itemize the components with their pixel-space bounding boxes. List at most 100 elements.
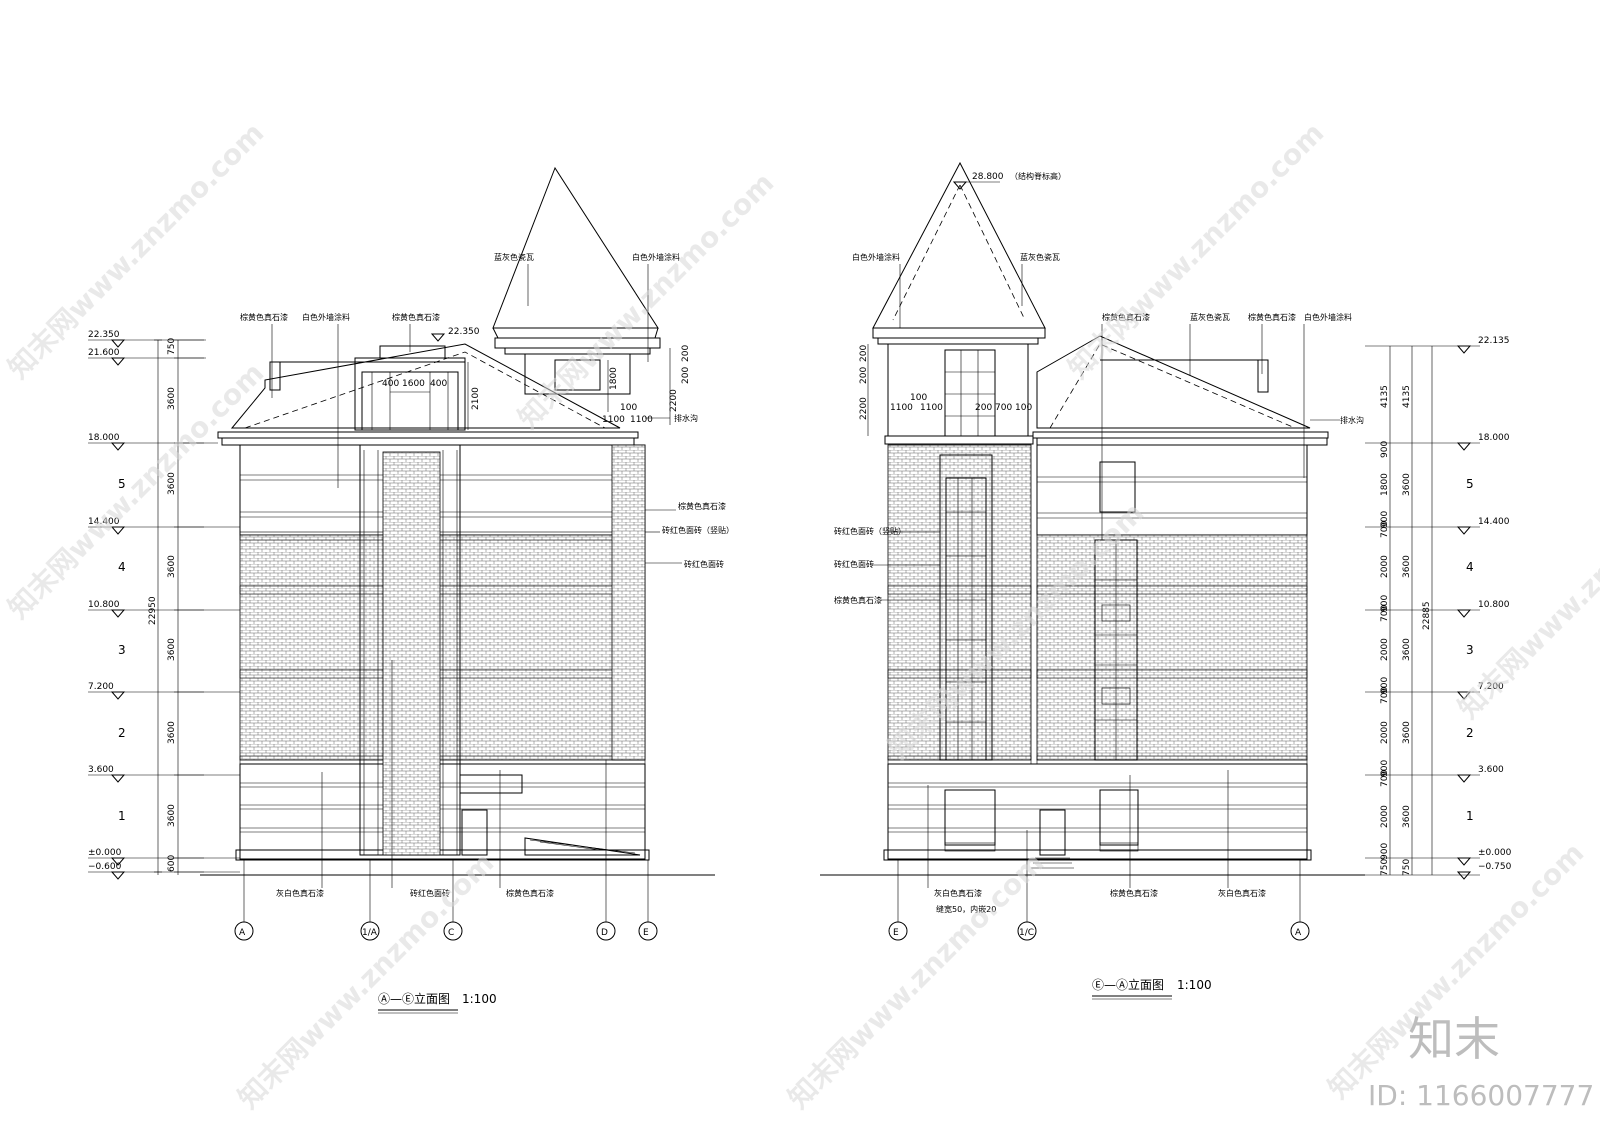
total-height: 22950 <box>148 596 158 625</box>
material-label: 白色外墙涂料 <box>302 312 350 322</box>
axis-label: A <box>239 928 246 938</box>
svg-text:700: 700 <box>1380 521 1390 538</box>
svg-text:3600: 3600 <box>1402 805 1412 828</box>
material-label: 排水沟 <box>674 413 698 423</box>
svg-text:3600: 3600 <box>167 472 177 495</box>
svg-text:灰白色真石漆: 灰白色真石漆 <box>1218 888 1266 898</box>
svg-text:1: 1 <box>1466 809 1474 823</box>
svg-text:2100: 2100 <box>471 387 481 410</box>
level-label: 3.600 <box>88 765 114 775</box>
axis-label: C <box>448 928 454 938</box>
svg-text:棕黄色真石漆: 棕黄色真石漆 <box>1248 312 1296 322</box>
svg-text:200: 200 <box>859 345 869 362</box>
apex-level: 28.800 （结构脊标高） <box>952 171 1066 190</box>
svg-text:4: 4 <box>1466 560 1474 574</box>
svg-text:3600: 3600 <box>167 721 177 744</box>
left-building-body <box>217 166 661 861</box>
axis-label: A <box>1295 928 1302 938</box>
svg-text:750: 750 <box>167 338 177 355</box>
svg-text:700: 700 <box>995 403 1012 413</box>
material-label: 砖红色面砖 <box>684 559 724 569</box>
svg-text:±0.000: ±0.000 <box>1478 848 1512 858</box>
level-label: ±0.000 <box>88 848 122 858</box>
drawing-scale: 1:100 <box>1177 978 1212 992</box>
svg-text:4135: 4135 <box>1380 385 1390 408</box>
svg-text:100: 100 <box>620 403 637 413</box>
svg-text:200: 200 <box>975 403 992 413</box>
material-label: 棕黄色真石漆 <box>506 888 554 898</box>
svg-text:−0.750: −0.750 <box>1478 862 1512 872</box>
svg-text:900: 900 <box>1380 511 1390 528</box>
right-axes: E 1/C A <box>888 830 1310 941</box>
svg-text:3600: 3600 <box>167 638 177 661</box>
svg-text:白色外墙涂料: 白色外墙涂料 <box>1304 312 1352 322</box>
svg-text:3600: 3600 <box>167 387 177 410</box>
svg-text:750: 750 <box>1380 859 1390 876</box>
svg-text:3.600: 3.600 <box>1478 765 1504 775</box>
svg-text:4135: 4135 <box>1402 385 1412 408</box>
svg-text:排水沟: 排水沟 <box>1340 415 1364 425</box>
svg-text:知末网www.znzmo.com: 知末网www.znzmo.com <box>782 846 1051 1115</box>
svg-text:2: 2 <box>118 726 126 740</box>
level-label: 7.200 <box>88 682 114 692</box>
svg-text:200: 200 <box>681 367 691 384</box>
material-label: 棕黄色真石漆 <box>240 312 288 322</box>
svg-text:700: 700 <box>1380 770 1390 787</box>
svg-text:400: 400 <box>430 379 447 389</box>
svg-text:900: 900 <box>1380 843 1390 860</box>
svg-text:知末网www.znzmo.com: 知末网www.znzmo.com <box>512 166 781 435</box>
svg-text:10.800: 10.800 <box>1478 600 1510 610</box>
level-marks: 22.350 21.600 18.000 14.400 10.800 7.200… <box>88 330 126 880</box>
svg-text:4: 4 <box>118 560 126 574</box>
svg-text:700: 700 <box>1380 605 1390 622</box>
axis-label: 1/A <box>362 928 378 938</box>
material-label: 棕黄色真石漆 <box>392 312 440 322</box>
right-tower-dims: 200 200 2200 100 1100 1100 200 700 100 <box>859 344 1032 436</box>
material-label: 灰白色真石漆 <box>276 888 324 898</box>
svg-text:2200: 2200 <box>669 389 679 412</box>
svg-text:22.350: 22.350 <box>448 327 480 337</box>
svg-text:2000: 2000 <box>1380 555 1390 578</box>
image-id: ID: 1166007777 <box>1368 1079 1594 1112</box>
svg-text:1800: 1800 <box>609 367 619 390</box>
svg-text:1: 1 <box>118 809 126 823</box>
level-label: 21.600 <box>88 348 120 358</box>
svg-text:3600: 3600 <box>1402 555 1412 578</box>
svg-text:3: 3 <box>118 643 126 657</box>
material-label: 砖红色面砖 <box>410 888 450 898</box>
brand-logo: 知末 <box>1408 1012 1500 1066</box>
right-level-marks: 22.135 18.000 14.400 10.800 7.200 3.600 … <box>1456 336 1512 880</box>
right-elevation: 22.135 18.000 14.400 10.800 7.200 3.600 … <box>820 161 1512 1000</box>
svg-text:100: 100 <box>910 393 927 403</box>
svg-text:知末网www.znzmo.com: 知末网www.znzmo.com <box>232 846 501 1115</box>
svg-text:3600: 3600 <box>1402 721 1412 744</box>
svg-text:3: 3 <box>1466 643 1474 657</box>
dimension-chain-left: 750 3600 3600 3600 3600 3600 3600 600 22… <box>148 338 204 875</box>
svg-text:900: 900 <box>1380 677 1390 694</box>
svg-text:砖红色面砖（竖贴）: 砖红色面砖（竖贴） <box>834 526 906 536</box>
svg-text:750: 750 <box>1402 859 1412 876</box>
svg-text:900: 900 <box>1380 441 1390 458</box>
svg-text:200: 200 <box>681 345 691 362</box>
svg-text:棕黄色真石漆: 棕黄色真石漆 <box>1110 888 1158 898</box>
svg-text:2000: 2000 <box>1380 805 1390 828</box>
level-label: 22.350 <box>88 330 120 340</box>
svg-text:7.200: 7.200 <box>1478 682 1504 692</box>
svg-text:2000: 2000 <box>1380 638 1390 661</box>
svg-text:22.135: 22.135 <box>1478 336 1510 346</box>
svg-text:1100: 1100 <box>890 403 913 413</box>
svg-text:18.000: 18.000 <box>1478 433 1510 443</box>
svg-text:蓝灰色瓷瓦: 蓝灰色瓷瓦 <box>1190 312 1230 322</box>
svg-text:2000: 2000 <box>1380 721 1390 744</box>
svg-text:白色外墙涂料: 白色外墙涂料 <box>852 252 900 262</box>
svg-text:700: 700 <box>1380 687 1390 704</box>
svg-text:1100: 1100 <box>630 415 653 425</box>
left-axes: A 1/A C D E <box>234 760 658 941</box>
svg-text:400: 400 <box>382 379 399 389</box>
svg-text:（结构脊标高）: （结构脊标高） <box>1010 171 1066 181</box>
svg-text:900: 900 <box>1380 595 1390 612</box>
material-label: 砖红色面砖（竖贴） <box>662 525 734 535</box>
svg-text:5: 5 <box>118 477 126 491</box>
svg-text:3600: 3600 <box>167 555 177 578</box>
level-label: 14.400 <box>88 517 120 527</box>
